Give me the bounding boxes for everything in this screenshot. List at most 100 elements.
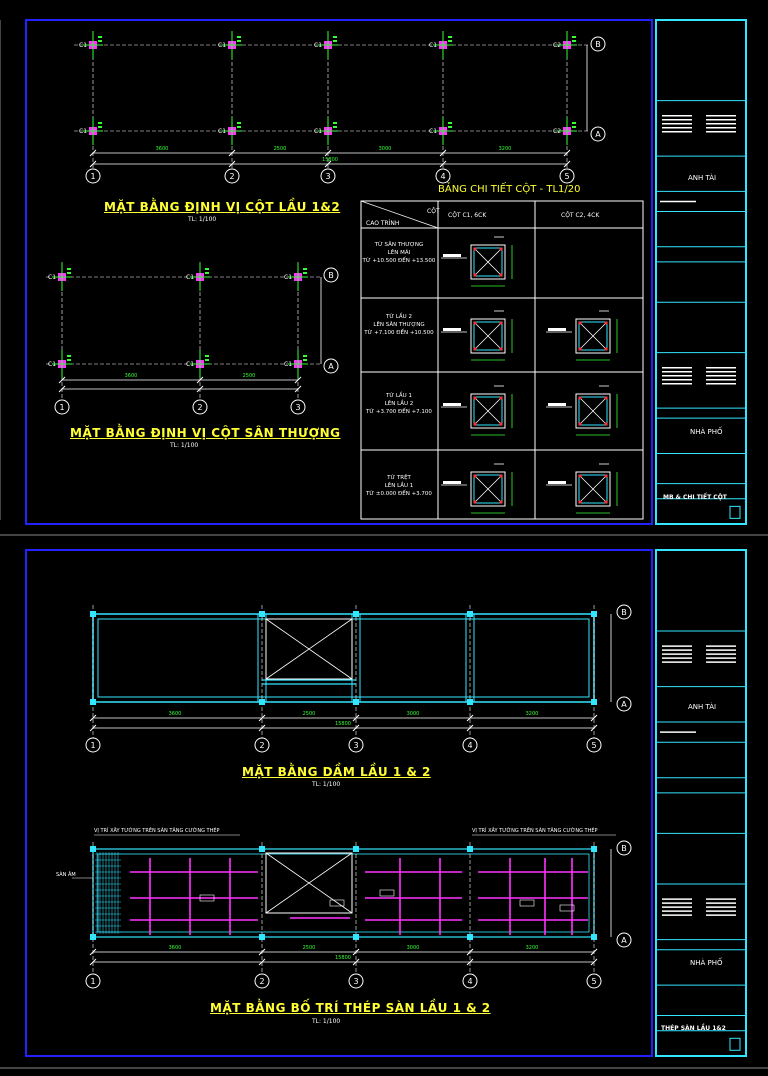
grid-bubble: [616, 840, 632, 856]
column-section-c1-tie: [473, 247, 503, 277]
plan-scale: TL: 1/100: [312, 1018, 341, 1025]
column-section-c1: [470, 471, 506, 507]
wall-note-left: VỊ TRÍ XÂY TƯỜNG TRÊN SÀN TĂNG CƯỜNG THÉ…: [94, 828, 220, 834]
dimension-tick: [466, 714, 474, 722]
column-marker: [467, 611, 473, 617]
dimension-tick: [58, 385, 66, 393]
grid-bubble: [290, 399, 306, 415]
grid-bubble: [192, 399, 208, 415]
grid-bubble: [616, 604, 632, 620]
table-row-level-2: TỪ LẦU 2 LÊN SÂN THƯỢNG TỪ +7.100 ĐẾN +1…: [364, 314, 434, 336]
dimension-text: 3600: [169, 945, 182, 951]
grid-bubble-label: B: [621, 608, 627, 617]
column-label: C1: [429, 128, 437, 135]
grid-bubble: [462, 737, 478, 753]
grid-bubble: [559, 168, 575, 184]
sheet-1-titleblock-frame: [655, 19, 747, 525]
column-detail-table: [360, 200, 644, 520]
column-section-c1-rebar: [473, 247, 477, 251]
grid-bubble: [348, 973, 364, 989]
beam-vertical: [351, 613, 361, 703]
grid-bubble-label: A: [328, 362, 334, 371]
grid-bubble: [348, 737, 364, 753]
grid-bubble: [323, 358, 339, 374]
column-label: C1: [218, 42, 226, 49]
grid-bubble-label: 2: [197, 403, 202, 412]
titleblock-drawing-name: THÉP SÀN LẦU 1&2: [661, 1025, 726, 1032]
column-marker: [467, 934, 473, 940]
grid-bubble: [85, 973, 101, 989]
dimension-tick: [294, 385, 302, 393]
stair-void-diagonal: [265, 852, 353, 914]
grid-bubble-label: 3: [353, 977, 358, 986]
grid-bubble: [590, 36, 606, 52]
dimension-tick: [324, 149, 332, 157]
sheet-1-titleblock-sheet-no: [729, 505, 741, 519]
section-leader-text: [443, 481, 461, 484]
dimension-text: 2500: [303, 711, 316, 717]
dimension-tick: [196, 385, 204, 393]
plan-scale: TL: 1/100: [188, 216, 217, 223]
dimension-tick: [352, 948, 360, 956]
grid-bubble-label: 5: [564, 172, 569, 181]
dimension-text: 2500: [303, 945, 316, 951]
column-section-c1-stirrup: [473, 474, 503, 504]
dimension-tick: [89, 714, 97, 722]
grid-bubble: [435, 168, 451, 184]
column-marker: [591, 846, 597, 852]
slab-inner-outline: [97, 853, 590, 933]
rebar-tag: [559, 904, 575, 912]
titleblock-company: ANH TÀI: [688, 174, 717, 182]
column-marker: [591, 611, 597, 617]
column-section-c1-rebar: [473, 500, 477, 504]
dimension-tick: [89, 160, 97, 168]
column-section-c2-rebar: [578, 321, 582, 325]
column-label: C1: [48, 274, 56, 281]
grid-bubble: [85, 737, 101, 753]
sheet-2-titleblock-frame: [655, 549, 747, 1057]
titleblock-company: ANH TÀI: [688, 703, 717, 711]
table-header-c1: CỘT C1, 6CK: [448, 212, 487, 219]
dimension-tick: [89, 724, 97, 732]
plan-title-beams: MẶT BẰNG DẦM LẦU 1 & 2: [242, 765, 431, 779]
column-section-c2-rebar: [578, 422, 582, 426]
grid-bubble: [320, 168, 336, 184]
column-section-c1-rebar: [499, 500, 503, 504]
grid-bubble-label: B: [328, 271, 334, 280]
column-section-c1: [470, 318, 506, 354]
grid-bubble-label: 3: [325, 172, 330, 181]
table-header-c2: CỘT C2, 4CK: [561, 212, 600, 219]
column-marker: [90, 934, 96, 940]
column-section-c1-rebar: [473, 422, 477, 426]
plan-title-columns-floor1-2: MẶT BẰNG ĐỊNH VỊ CỘT LẦU 1&2: [104, 200, 341, 214]
column-label: C1: [218, 128, 226, 135]
grid-bubble: [224, 168, 240, 184]
dimension-tick: [258, 714, 266, 722]
section-leader-text: [443, 254, 461, 257]
column-label: C2: [553, 42, 561, 49]
column-section-c2: [575, 471, 611, 507]
column-section-c2-stirrup: [578, 321, 608, 351]
dimension-tick: [590, 948, 598, 956]
rebar-tag: [199, 894, 215, 902]
section-leader-text: [548, 403, 566, 406]
column-section-c1-rebar: [473, 347, 477, 351]
plan-title-columns-terrace: MẶT BẰNG ĐỊNH VỊ CỘT SÂN THƯỢNG: [70, 426, 341, 440]
dimension-text: 15800: [335, 955, 351, 961]
column-label: C1: [314, 128, 322, 135]
dimension-tick: [228, 160, 236, 168]
grid-bubble-label: 4: [467, 977, 472, 986]
dimension-tick: [324, 160, 332, 168]
dimension-tick: [89, 149, 97, 157]
column-section-c2-rebar: [604, 500, 608, 504]
sunken-slab-label: SÀN ÂM: [56, 872, 76, 878]
dimension-text: 3000: [407, 711, 420, 717]
dimension-text: 3200: [526, 945, 539, 951]
grid-bubble-label: A: [621, 936, 627, 945]
column-section-c1-tie: [473, 321, 503, 351]
column-section-c1-rebar: [473, 474, 477, 478]
column-section-c1-rebar: [473, 273, 477, 277]
dimension-tick: [439, 149, 447, 157]
stair-void-diagonal: [265, 618, 353, 680]
